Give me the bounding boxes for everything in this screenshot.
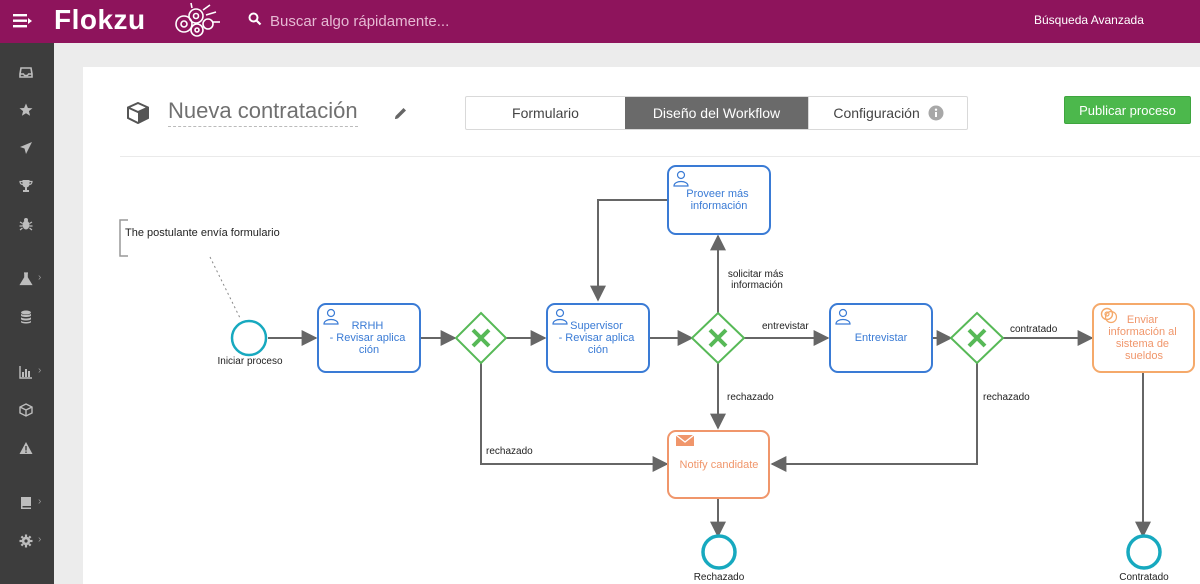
logo[interactable]: Flokzu (46, 0, 226, 43)
gateway-3[interactable] (949, 311, 1005, 365)
task-supervisor-line1: Supervisor (570, 320, 623, 332)
start-event[interactable] (230, 319, 268, 357)
sidebar-item-database[interactable] (0, 302, 54, 332)
sidebar-item-alerts[interactable] (0, 433, 54, 463)
star-icon (19, 103, 33, 116)
sidebar-item-bugs[interactable] (0, 209, 54, 239)
logo-text: Flokzu (54, 4, 146, 35)
task-notify-line1: Notify candidate (680, 459, 759, 471)
tab-configuracion-label: Configuración (833, 105, 920, 121)
svg-text:Entrevistar: Entrevistar (855, 332, 908, 344)
task-enviar-line4: sueldos (1125, 350, 1163, 362)
gear-icon (1100, 307, 1118, 324)
task-rrhh-line1: RRHH (352, 320, 384, 332)
task-supervisor[interactable]: Supervisor - Revisar aplica ción (546, 303, 650, 373)
sidebar-item-send[interactable] (0, 133, 54, 163)
gateway-2[interactable] (690, 311, 746, 365)
search-icon (248, 12, 262, 26)
tab-configuracion[interactable]: Configuración (808, 97, 968, 129)
top-bar: Flokzu Búsqueda Avanzada (0, 0, 1200, 43)
editor-tabs: Formulario Diseño del Workflow Configura… (465, 96, 968, 130)
menu-toggle-button[interactable] (0, 0, 46, 43)
task-rrhh-line3: ción (359, 344, 379, 356)
info-icon (928, 105, 944, 121)
task-notify-candidate[interactable]: Notify candidate (667, 430, 770, 499)
chevron-right-icon: › (38, 534, 42, 545)
sidebar-item-processes[interactable] (0, 395, 54, 425)
x-icon (471, 328, 491, 348)
cube-icon (19, 403, 33, 417)
user-icon (552, 308, 568, 325)
sidebar-item-trophy[interactable] (0, 171, 54, 201)
task-supervisor-line3: ción (588, 344, 608, 356)
trophy-icon (19, 180, 33, 192)
divider (120, 156, 1200, 157)
task-enviar-info[interactable]: Enviar información al sistema de sueldos (1092, 303, 1195, 373)
sidebar-item-docs[interactable]: › (0, 488, 54, 518)
x-icon (708, 328, 728, 348)
hamburger-icon (13, 14, 32, 28)
task-enviar-line3: sistema de (1116, 338, 1169, 350)
user-icon (835, 308, 851, 325)
task-enviar-line1: Enviar (1127, 314, 1159, 326)
gateway-1[interactable] (454, 311, 508, 365)
svg-text:RRHH - Revisar aplica: RRHH - Revisar aplica ción (330, 320, 409, 356)
end-event-rejected[interactable] (701, 534, 737, 570)
envelope-icon (675, 434, 695, 446)
publish-process-button[interactable]: Publicar proceso (1064, 96, 1191, 124)
user-icon (673, 170, 689, 187)
database-icon (21, 310, 31, 324)
pencil-icon[interactable] (393, 106, 408, 121)
sidebar-item-lab[interactable]: › (0, 264, 54, 294)
sidebar: › › › › (0, 43, 54, 584)
bug-icon (19, 218, 33, 231)
sidebar-item-reports[interactable]: › (0, 357, 54, 387)
sidebar-item-settings[interactable]: › (0, 526, 54, 556)
task-rrhh-line2: - Revisar aplica (330, 332, 407, 344)
send-icon (20, 142, 32, 154)
task-rrhh[interactable]: RRHH - Revisar aplica ción (317, 303, 421, 373)
task-proveer-line1: Proveer más (686, 188, 749, 200)
svg-text:Supervisor - Revisar apl: Supervisor - Revisar aplica ción (559, 320, 638, 356)
svg-text:Notify candidate: Notify candidate (680, 459, 759, 471)
task-entrevistar[interactable]: Entrevistar (829, 303, 933, 373)
task-proveer-line2: información (691, 200, 748, 212)
task-entrevistar-line1: Entrevistar (855, 332, 908, 344)
svg-text:Proveer más información: Proveer más información (686, 188, 751, 212)
sidebar-item-favorites[interactable] (0, 95, 54, 125)
tab-formulario[interactable]: Formulario (512, 105, 579, 121)
book-icon (21, 497, 31, 509)
svg-text:Enviar información al: Enviar información al sistema de sueldos (1108, 314, 1180, 362)
chevron-right-icon: › (38, 496, 42, 507)
task-supervisor-line2: - Revisar aplica (559, 332, 636, 344)
end-event-hired[interactable] (1126, 534, 1162, 570)
gear-icon (19, 534, 33, 548)
tab-workflow-design[interactable]: Diseño del Workflow (625, 97, 808, 129)
process-title[interactable]: Nueva contratación (168, 98, 358, 127)
advanced-search-link[interactable]: Búsqueda Avanzada (1034, 13, 1144, 27)
warning-icon (19, 442, 33, 454)
flokzu-logo-icon (175, 2, 220, 37)
search-input[interactable] (270, 9, 670, 33)
user-icon (323, 308, 339, 325)
task-proveer-info[interactable]: Proveer más información (667, 165, 771, 235)
chevron-right-icon: › (38, 272, 42, 283)
x-icon (967, 328, 987, 348)
chevron-right-icon: › (38, 365, 42, 376)
task-enviar-line2: información al (1108, 326, 1176, 338)
inbox-icon (19, 67, 33, 78)
chart-icon (19, 366, 32, 379)
sidebar-item-inbox[interactable] (0, 57, 54, 87)
cube-icon (127, 102, 149, 124)
flask-icon (19, 272, 33, 286)
